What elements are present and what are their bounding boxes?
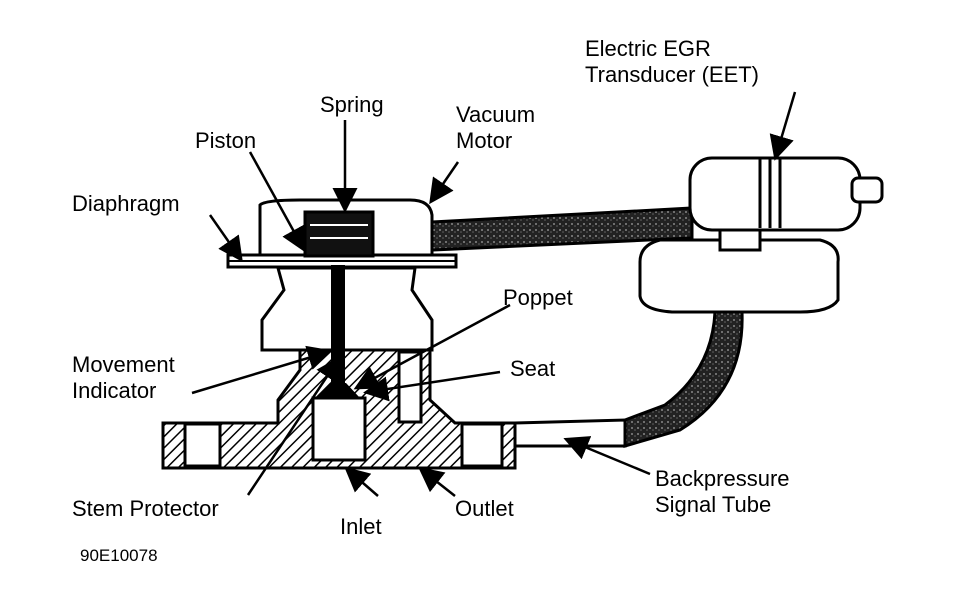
vacuum-motor xyxy=(226,198,458,269)
valve-neck xyxy=(260,266,434,352)
movement-label-line1: Movement xyxy=(72,352,175,377)
vacuum-label-line1: Vacuum xyxy=(456,102,536,127)
stem-protector-label: Stem Protector xyxy=(72,496,219,521)
base-flange xyxy=(161,348,517,470)
poppet xyxy=(316,383,360,398)
piston-label: Piston xyxy=(195,128,257,153)
eet-label-line1: Electric EGR xyxy=(585,36,711,61)
vacuum-hose xyxy=(430,206,694,252)
movement-label-line2: Indicator xyxy=(72,378,157,403)
backpressure-label-line1: Backpressure xyxy=(655,466,790,491)
diaphragm-label: Diaphragm xyxy=(72,191,180,216)
poppet-label: Poppet xyxy=(503,285,573,310)
backpressure-label-line2: Signal Tube xyxy=(655,492,772,517)
valve-stem xyxy=(331,265,345,383)
eet-body xyxy=(638,156,884,314)
eet-label-line2: Transducer (EET) xyxy=(585,62,760,87)
spring-label: Spring xyxy=(320,92,384,117)
inlet-label: Inlet xyxy=(340,514,382,539)
seat-label: Seat xyxy=(510,356,556,381)
vacuum-label-line2: Motor xyxy=(456,128,513,153)
figure-code: 90E10078 xyxy=(80,546,158,565)
backpressure-tube xyxy=(623,310,744,448)
outlet-label: Outlet xyxy=(455,496,514,521)
